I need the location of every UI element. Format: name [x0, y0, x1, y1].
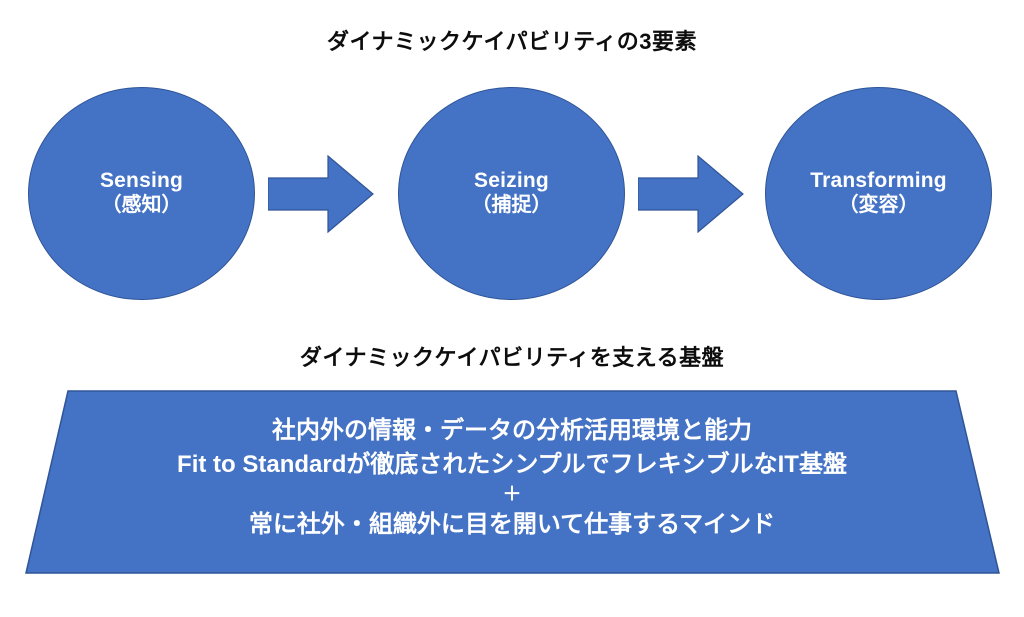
process-step-label-jp: （感知）: [101, 194, 182, 217]
process-step-label-en: Seizing: [474, 169, 549, 193]
process-step-sensing[interactable]: Sensing （感知）: [28, 87, 255, 300]
process-step-label-en: Sensing: [99, 169, 184, 193]
process-step-label-jp: （変容）: [838, 194, 919, 217]
process-step-transforming[interactable]: Transforming （変容）: [765, 87, 992, 300]
foundation-trapezoid[interactable]: [0, 388, 1024, 576]
foundation-title: ダイナミックケイパビリティを支える基盤: [299, 345, 725, 370]
process-step-label-en: Transforming: [810, 169, 947, 193]
process-step-label-jp: （捕捉）: [471, 194, 552, 217]
process-step-seizing[interactable]: Seizing （捕捉）: [398, 87, 625, 300]
right-arrow-icon: [638, 155, 744, 233]
right-arrow-icon: [268, 155, 374, 233]
page-title: ダイナミックケイパビリティの3要素: [326, 29, 698, 54]
